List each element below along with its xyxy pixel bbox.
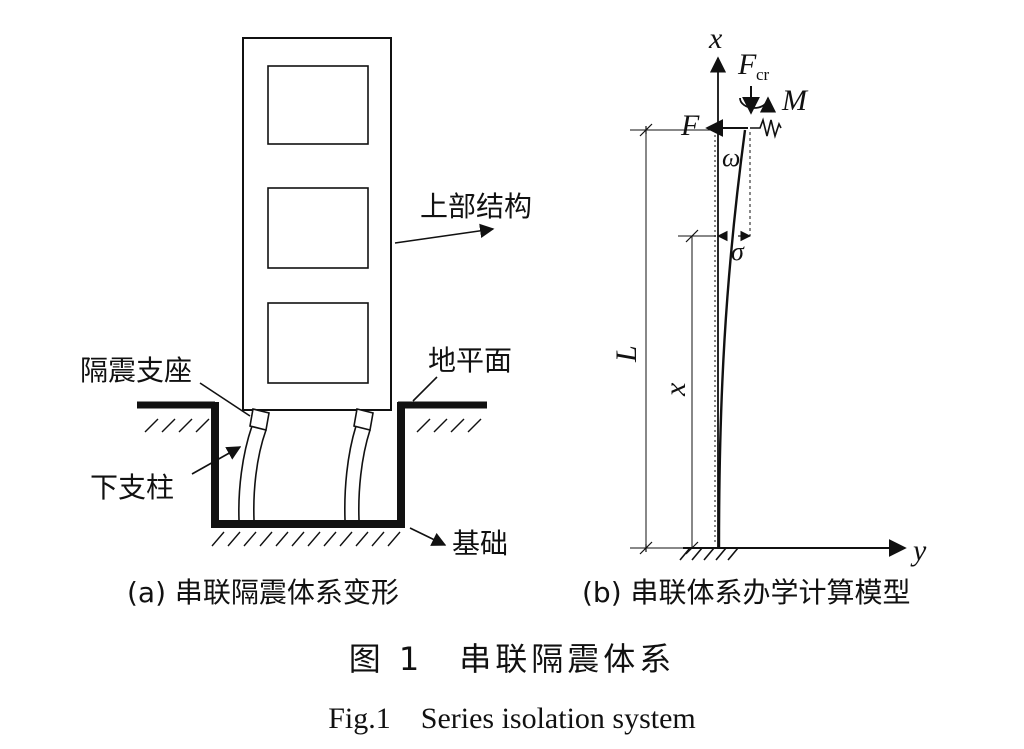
label-L: L xyxy=(610,345,643,363)
y-axis-label: y xyxy=(910,534,927,567)
label-lateral-force: F xyxy=(680,109,700,142)
label-x-height: x xyxy=(659,382,692,397)
window-top xyxy=(267,65,369,145)
label-foundation: 基础 xyxy=(452,527,508,560)
leader-superstructure xyxy=(394,223,495,244)
label-superstructure: 上部结构 xyxy=(420,190,532,223)
ground-hatch-left xyxy=(144,418,210,433)
panel-b-drawing: x y L x xyxy=(582,22,927,609)
rotational-spring xyxy=(750,117,782,139)
label-sigma: σ xyxy=(731,237,745,266)
caption-panel-a: (a) 串联隔震体系变形 xyxy=(127,576,399,609)
window-bottom xyxy=(267,302,369,384)
lower-column-left-b xyxy=(253,429,267,521)
label-lower-column: 下支柱 xyxy=(90,471,174,504)
ground-hatch-right xyxy=(416,418,482,433)
window-middle xyxy=(267,187,369,269)
figure-title-cn: 图 1 串联隔震体系 xyxy=(349,640,676,678)
figure-title-en: Fig.1 Series isolation system xyxy=(328,702,696,735)
leader-bearing xyxy=(199,382,251,417)
leader-lower-column xyxy=(191,446,242,475)
lower-column-left-a xyxy=(238,425,253,521)
fixed-base-hatch xyxy=(679,547,739,561)
leader-foundation xyxy=(409,527,447,546)
label-axial-force-subscript: cr xyxy=(756,65,770,84)
deflected-column xyxy=(717,129,747,549)
label-axial-force: F xyxy=(737,48,757,81)
dimension-L-ticks xyxy=(639,123,653,555)
panel-a-drawing: 上部结构 隔震支座 地平面 下支柱 基础 (a) 串联隔震体系变形 xyxy=(80,37,532,609)
leader-ground xyxy=(412,376,438,402)
bearing-right xyxy=(353,408,374,431)
moment-arc xyxy=(739,96,777,113)
label-moment: M xyxy=(781,84,809,117)
lower-column-right-b xyxy=(358,429,371,521)
label-ground-level: 地平面 xyxy=(428,344,512,377)
label-omega: ω xyxy=(722,143,740,172)
bearing-left xyxy=(249,408,270,431)
dimension-x-ticks xyxy=(685,229,699,555)
caption-panel-b: (b) 串联体系办学计算模型 xyxy=(582,576,911,609)
lower-column-right-a xyxy=(344,425,357,521)
superstructure-outline xyxy=(242,37,392,411)
foundation-hatch xyxy=(211,531,401,547)
x-axis-label: x xyxy=(708,22,723,55)
label-isolation-bearing: 隔震支座 xyxy=(80,354,192,387)
